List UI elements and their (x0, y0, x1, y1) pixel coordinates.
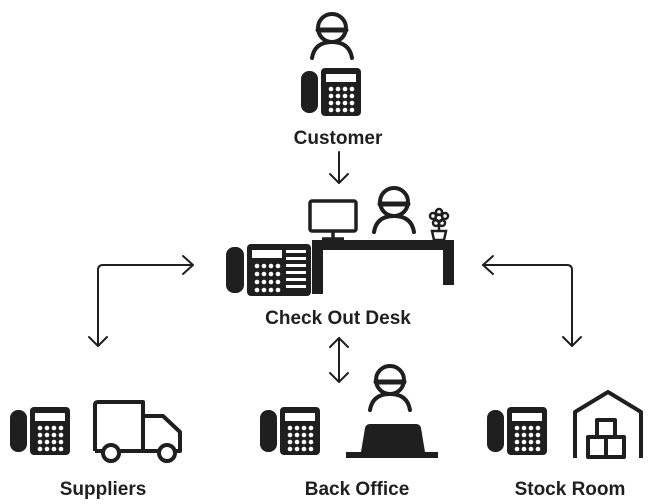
suppliers-label: Suppliers (59, 479, 147, 500)
suppliers-node (10, 400, 182, 463)
checkout-person-icon (374, 188, 414, 232)
suppliers-phone-icon (10, 407, 70, 455)
backoffice-phone-icon (260, 407, 320, 455)
customer-phone-icon (301, 68, 361, 116)
suppliers-truck-icon (93, 400, 182, 463)
backoffice-person-at-laptop-icon (346, 366, 438, 458)
checkout-monitor-icon (308, 199, 358, 241)
checkout-desk-icon (312, 240, 454, 294)
stockroom-warehouse-icon (573, 390, 643, 459)
customer-person-icon (312, 14, 352, 58)
stockroom-node (487, 390, 643, 459)
edge-checkout-stockroom (482, 255, 582, 347)
checkout-desk-phone-icon (226, 244, 311, 296)
edge-checkout-backoffice (329, 337, 349, 383)
checkout-flower-pot-icon (428, 207, 450, 242)
customer-node (301, 14, 361, 116)
checkout-label: Check Out Desk (265, 308, 411, 329)
backoffice-label: Back Office (304, 479, 410, 500)
edge-customer-to-checkout (329, 151, 349, 184)
backoffice-node (260, 366, 438, 458)
stockroom-phone-icon (487, 407, 547, 455)
checkout-node (226, 188, 454, 296)
edge-checkout-suppliers (88, 255, 194, 347)
stockroom-label: Stock Room (514, 479, 626, 500)
customer-label: Customer (293, 128, 383, 149)
